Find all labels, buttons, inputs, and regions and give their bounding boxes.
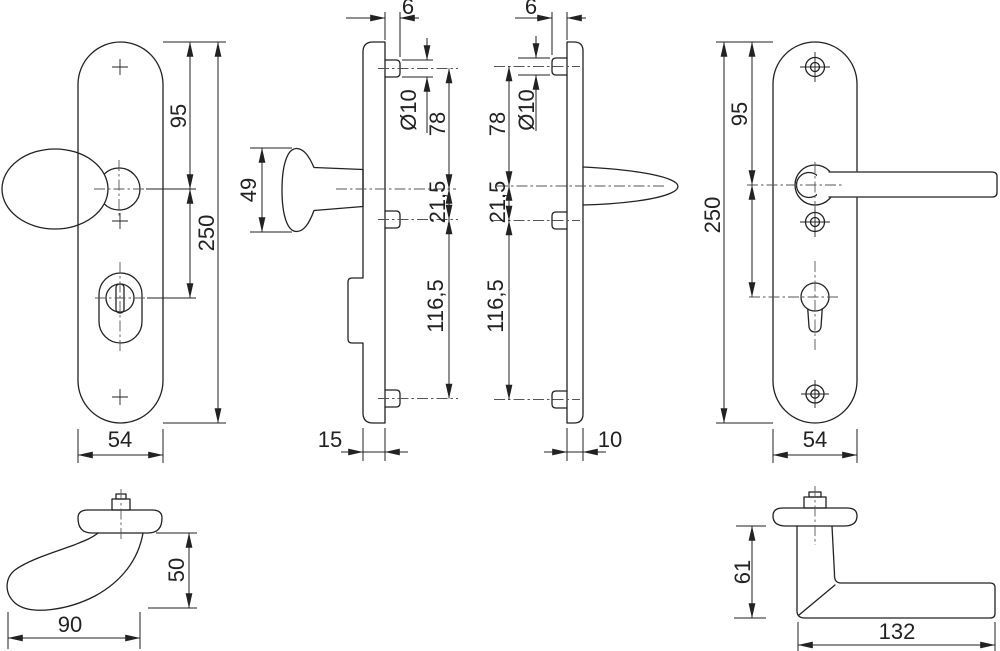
dim-lever-61: 61: [730, 560, 755, 584]
view-exterior-front: 95 250 54: [1, 41, 226, 463]
dim-exterior-front-250: 250: [194, 215, 219, 252]
extension-lines: [518, 12, 584, 461]
dim-lever-132: 132: [879, 619, 916, 644]
centerlines: [747, 162, 843, 353]
dim-exterior-side-78: 78: [425, 112, 450, 136]
view-lever-top: 61 132: [730, 486, 996, 651]
dim-exterior-side-21-5: 21,5: [425, 181, 450, 224]
dim-interior-side-78: 78: [485, 112, 510, 136]
lever-rose-edge: [772, 507, 858, 527]
dim-interior-side-21-5: 21,5: [485, 181, 510, 224]
dim-interior-side-6: 6: [525, 0, 537, 19]
lever-bar-outline: [828, 171, 998, 198]
knob-side-profile: [281, 147, 364, 233]
cylinder-keyhole-stem: [806, 304, 824, 333]
extension-lines: [716, 41, 858, 463]
lever-side-profile: [582, 166, 679, 206]
interior-plate-outline: [772, 41, 858, 424]
fixing-bosses: [551, 57, 568, 409]
dim-interior-side-10: 10: [598, 427, 622, 452]
drill-cross-marks: [112, 59, 128, 405]
cylinder-protection: [98, 272, 143, 344]
dim-interior-front-54: 54: [803, 427, 827, 452]
dim-interior-side-dia10: Ø10: [514, 89, 539, 131]
dim-exterior-side-dia10: Ø10: [396, 89, 421, 131]
exterior-plate-outline: [77, 41, 164, 424]
extension-lines: [250, 12, 433, 461]
dim-exterior-side-49: 49: [236, 178, 261, 202]
view-knob-top: 50 90: [6, 489, 197, 649]
centerlines: [494, 66, 664, 400]
extension-lines: [77, 41, 226, 463]
dim-exterior-front-95: 95: [166, 104, 191, 128]
dim-interior-side-116-5: 116,5: [483, 279, 508, 332]
lever-elbow-crease: [798, 584, 836, 616]
knob-top-profile: [6, 532, 144, 611]
dim-knob-90: 90: [58, 612, 82, 637]
extension-lines: [7, 532, 197, 649]
centerlines: [94, 160, 147, 353]
dim-exterior-side-116-5: 116,5: [423, 279, 448, 332]
view-interior-side: 6 Ø10 78 21,5 116,5 10: [483, 0, 679, 461]
screw-top: [800, 52, 830, 82]
exterior-plate-side: [347, 41, 386, 424]
view-interior-front: 95 250 54: [700, 41, 998, 463]
lever-top-profile: [796, 525, 996, 619]
lever-bar-fill: [817, 171, 998, 198]
extension-lines: [734, 525, 996, 651]
dim-exterior-front-54: 54: [108, 427, 132, 452]
view-exterior-side: 49 6 Ø10 78 21,5 116,5 15: [236, 0, 458, 461]
dim-interior-front-250: 250: [700, 197, 725, 234]
screw-bottom: [801, 380, 829, 408]
dim-interior-front-95: 95: [727, 102, 752, 126]
knob-front: [1, 148, 109, 230]
knob-rose-edge: [77, 509, 163, 534]
dim-knob-50: 50: [164, 558, 189, 582]
screw-middle: [800, 207, 830, 237]
dim-exterior-side-15: 15: [318, 427, 342, 452]
centerlines: [336, 68, 458, 399]
dim-exterior-side-6: 6: [402, 0, 414, 19]
interior-plate-side: [566, 41, 584, 424]
